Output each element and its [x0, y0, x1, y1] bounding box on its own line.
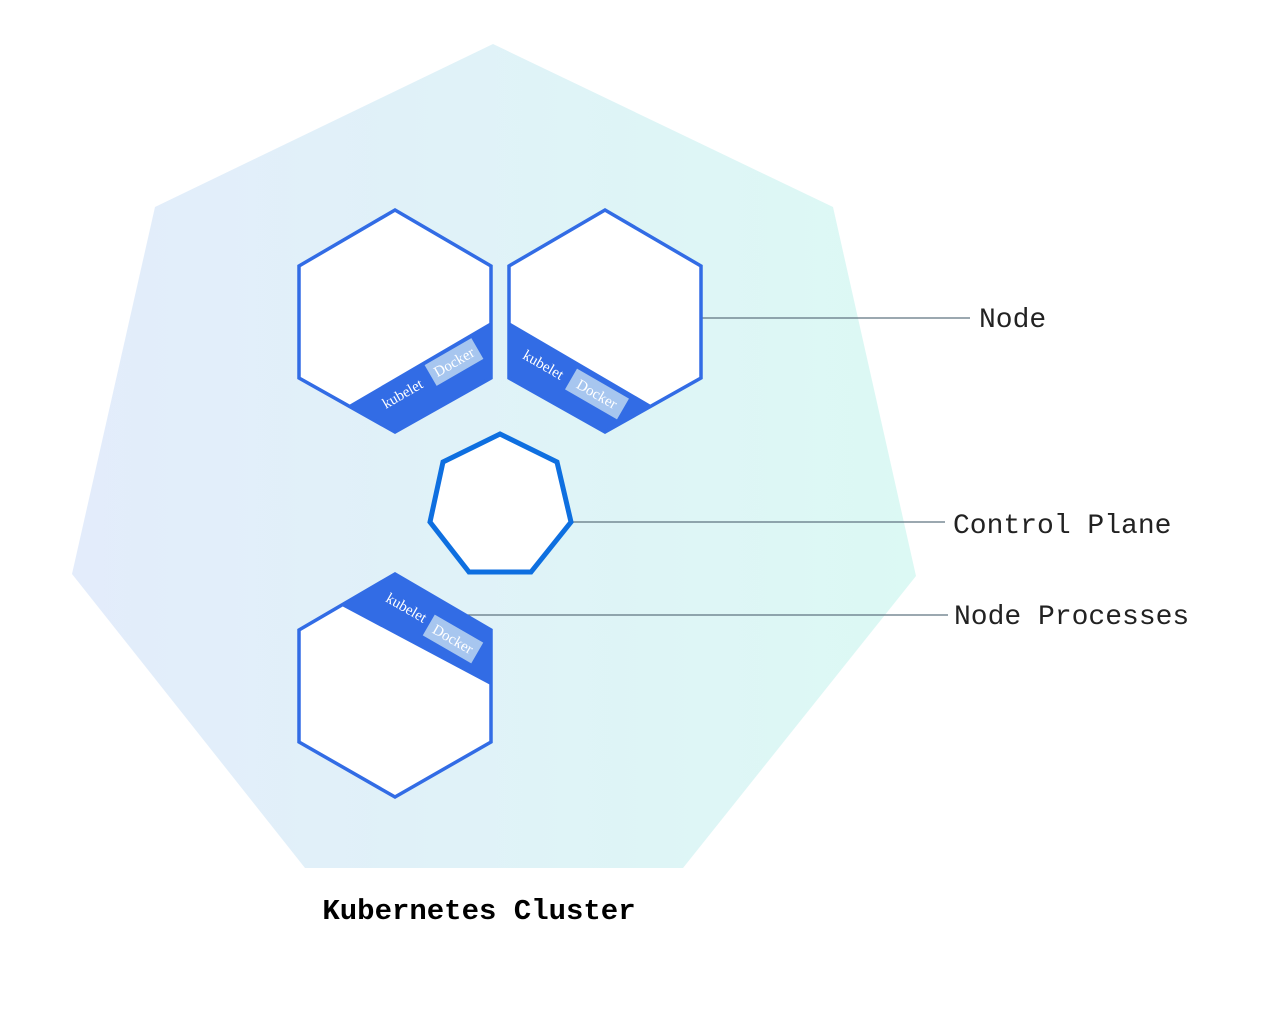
docker-box [422, 614, 484, 664]
node-hexagon-outline [297, 207, 493, 435]
control-plane-label: Control Plane [953, 511, 1171, 542]
docker-box [424, 338, 484, 386]
node-bottom: kubelet Docker [297, 571, 493, 800]
control-plane-heptagon [427, 431, 574, 575]
node-label: Node [979, 305, 1046, 336]
docker-box [565, 368, 629, 420]
cluster-title: Kubernetes Cluster [322, 895, 635, 928]
node-process-band [340, 574, 491, 690]
node-hexagon-outline [507, 207, 703, 435]
node-top-left: Docker kubelet [297, 207, 493, 435]
node-hexagon-outline [297, 571, 493, 800]
node-top-right: kubelet Docker [507, 207, 703, 435]
node-processes-label: Node Processes [954, 602, 1189, 633]
